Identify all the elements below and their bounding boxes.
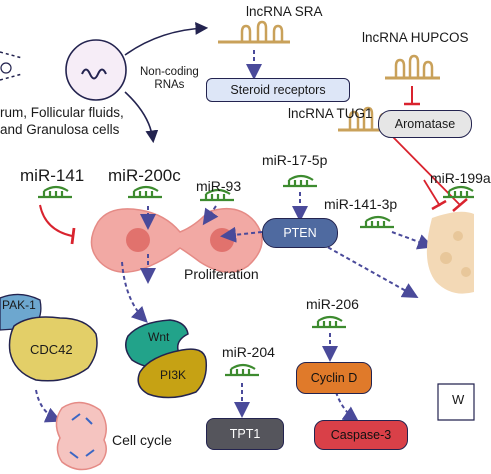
vesicle-arrows	[124, 22, 209, 144]
noncoding-label: Non-coding RNAs	[140, 66, 199, 91]
exosome-vesicle-icon	[65, 39, 127, 101]
proliferation-label: Proliferation	[184, 266, 259, 282]
steroid-receptors-box: Steroid receptors	[206, 78, 350, 102]
mir93-label: miR-93	[196, 178, 242, 194]
tpt1-box: TPT1	[206, 418, 284, 450]
chromosome-cell-icon	[55, 401, 107, 471]
mir141-3p-label: miR-141-3p	[324, 196, 398, 212]
lncrna-hupcos-icon	[385, 54, 440, 80]
dashed-arrows	[35, 192, 434, 423]
aromatase-box: Aromatase	[378, 110, 472, 138]
dividing-cell-icon	[90, 207, 263, 273]
mir204-label: miR-204	[222, 344, 275, 360]
pten-box: PTEN	[262, 218, 338, 248]
source-dashed-lines	[0, 51, 23, 81]
caspase3-box: Caspase-3	[314, 420, 408, 450]
cell-cycle-label: Cell cycle	[112, 432, 172, 448]
mir141-label: miR-141	[20, 166, 85, 185]
mirna-hairpin-icon	[38, 174, 474, 377]
cdc42-shape	[8, 316, 98, 382]
pak1-label: PAK-1	[2, 298, 36, 312]
w-partial-label: W	[452, 392, 465, 407]
cdc42-label: CDC42	[30, 342, 73, 357]
pi3k-label: PI3K	[160, 368, 187, 382]
mir200c-label: miR-200c	[108, 166, 181, 185]
lnc-tug1-label: lncRNA TUG1	[288, 106, 373, 121]
lnc-sra-label: lncRNA SRA	[246, 4, 323, 19]
pi3k-shape	[137, 348, 208, 399]
mir206-label: miR-206	[306, 296, 359, 312]
mir17-label: miR-17-5p	[262, 152, 328, 168]
lnc-hupcos-label: lncRNA HUPCOS	[362, 30, 469, 45]
hupcos-inhibit	[404, 86, 420, 106]
cyclin-d-box: Cyclin D	[296, 362, 372, 394]
mir141-inhibit	[39, 204, 76, 245]
pathway-diagram	[0, 20, 475, 471]
granulosa-cell-icon	[426, 211, 475, 421]
source-text-full: rum, Follicular fluids, and Granulosa ce…	[0, 105, 124, 137]
lncrna-sra-icon	[218, 20, 290, 44]
mir199-label: miR-199a	[430, 170, 491, 186]
wnt-label: Wnt	[148, 330, 170, 344]
